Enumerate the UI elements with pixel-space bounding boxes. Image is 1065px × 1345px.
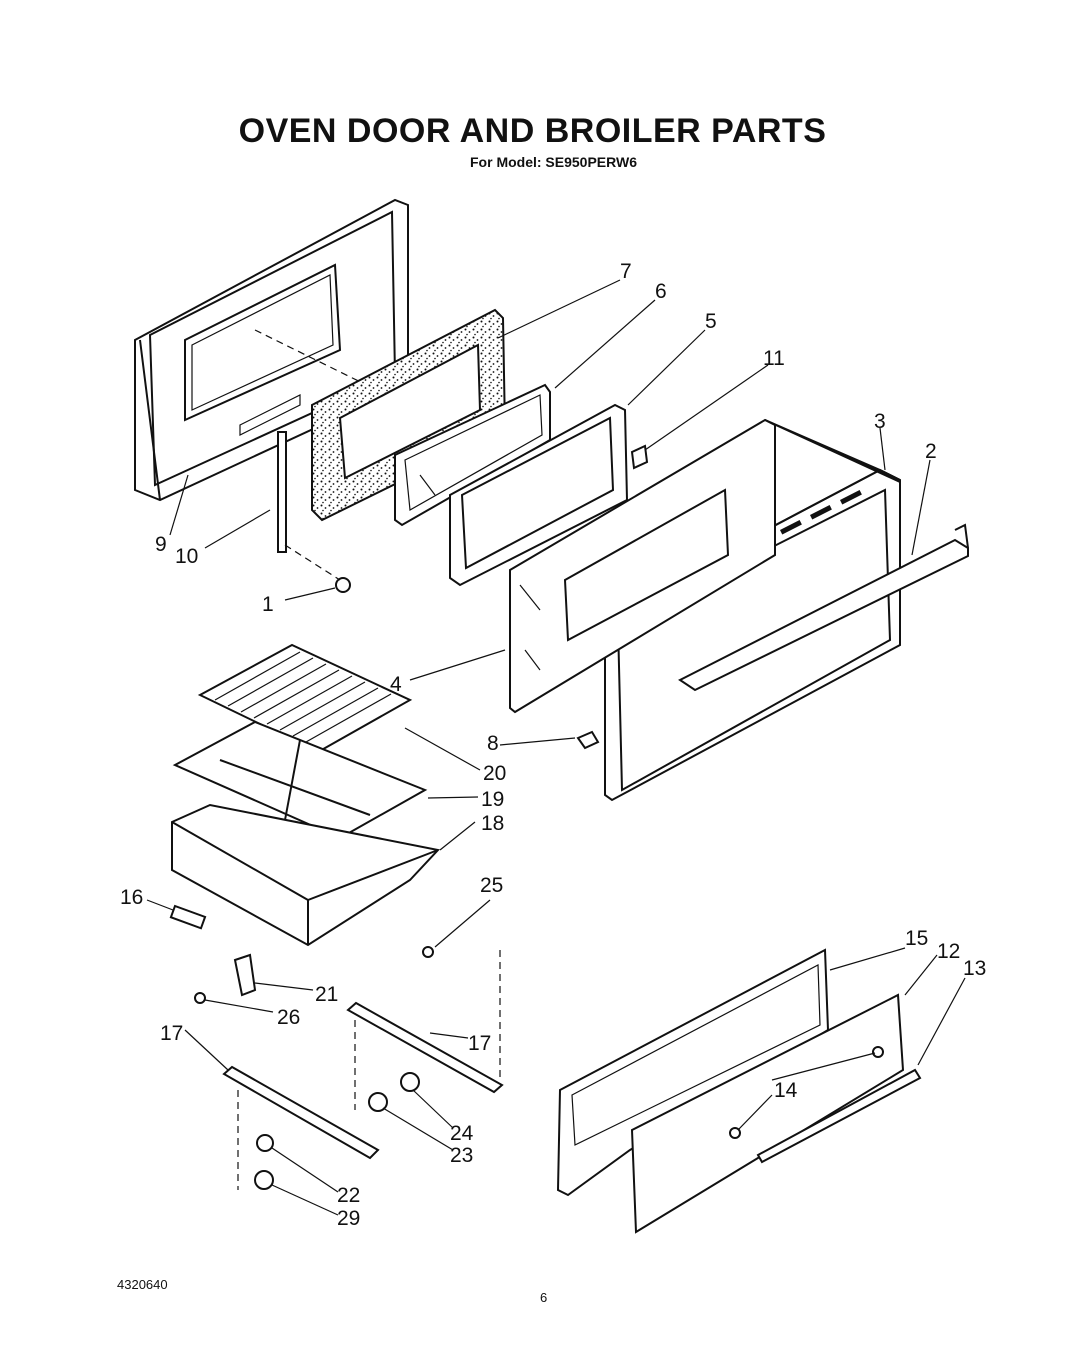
broiler-pan <box>171 803 440 947</box>
callout-2: 2 <box>925 440 937 463</box>
callout-14: 14 <box>774 1079 798 1102</box>
roller-part-29 <box>254 1170 274 1190</box>
callout-5: 5 <box>705 310 717 333</box>
pin-part-25 <box>422 946 434 958</box>
roller-part-24 <box>400 1072 420 1092</box>
callout-20: 20 <box>483 762 506 785</box>
broiler-rail-right <box>346 1001 504 1094</box>
screw-part-1 <box>335 577 351 593</box>
door-gasket <box>311 308 507 522</box>
document-number: 4320640 <box>117 1277 168 1292</box>
drawer-front-panel <box>630 993 905 1234</box>
callout-12: 12 <box>937 940 960 963</box>
page-title: OVEN DOOR AND BROILER PARTS <box>238 112 827 150</box>
callout-6: 6 <box>655 280 667 303</box>
callout-8: 8 <box>487 732 499 755</box>
callout-7: 7 <box>620 260 632 283</box>
glass-clip <box>630 444 649 470</box>
callout-4: 4 <box>390 673 402 696</box>
callout-3: 3 <box>874 410 886 433</box>
fastener-part-14 <box>729 1046 884 1139</box>
broiler-pan-insert <box>172 720 428 840</box>
door-hinge <box>277 431 287 553</box>
hinge-bracket <box>576 730 600 750</box>
callout-24: 24 <box>450 1122 474 1145</box>
callout-9: 9 <box>155 533 167 556</box>
callout-11: 11 <box>763 347 785 370</box>
roller-part-22 <box>256 1134 274 1152</box>
callout-17-right: 17 <box>468 1032 491 1055</box>
callout-10: 10 <box>175 545 198 568</box>
callout-16: 16 <box>120 886 143 909</box>
spring <box>169 904 207 930</box>
callout-21: 21 <box>315 983 338 1006</box>
broiler-rail-left <box>222 1065 380 1160</box>
roller-part-23 <box>368 1092 388 1112</box>
page-number: 6 <box>540 1290 548 1305</box>
drawer-trim <box>756 1068 922 1164</box>
callout-17-left: 17 <box>160 1022 183 1045</box>
callout-1: 1 <box>262 593 274 616</box>
callout-15: 15 <box>905 927 928 950</box>
screw-part-26 <box>194 992 206 1004</box>
callout-26: 26 <box>277 1006 300 1029</box>
outer-glass-panel <box>509 418 776 714</box>
broiler-latch <box>233 953 257 997</box>
callout-25: 25 <box>480 874 503 897</box>
callout-29: 29 <box>337 1207 360 1230</box>
callout-23: 23 <box>450 1144 473 1167</box>
model-subtitle: For Model: SE950PERW6 <box>470 154 638 170</box>
callout-18: 18 <box>481 812 504 835</box>
callout-13: 13 <box>963 957 986 980</box>
callout-22: 22 <box>337 1184 360 1207</box>
glass-retainer-frame <box>449 403 629 587</box>
door-handle <box>678 523 969 692</box>
drawer-back-panel <box>556 948 830 1197</box>
callout-19: 19 <box>481 788 504 811</box>
